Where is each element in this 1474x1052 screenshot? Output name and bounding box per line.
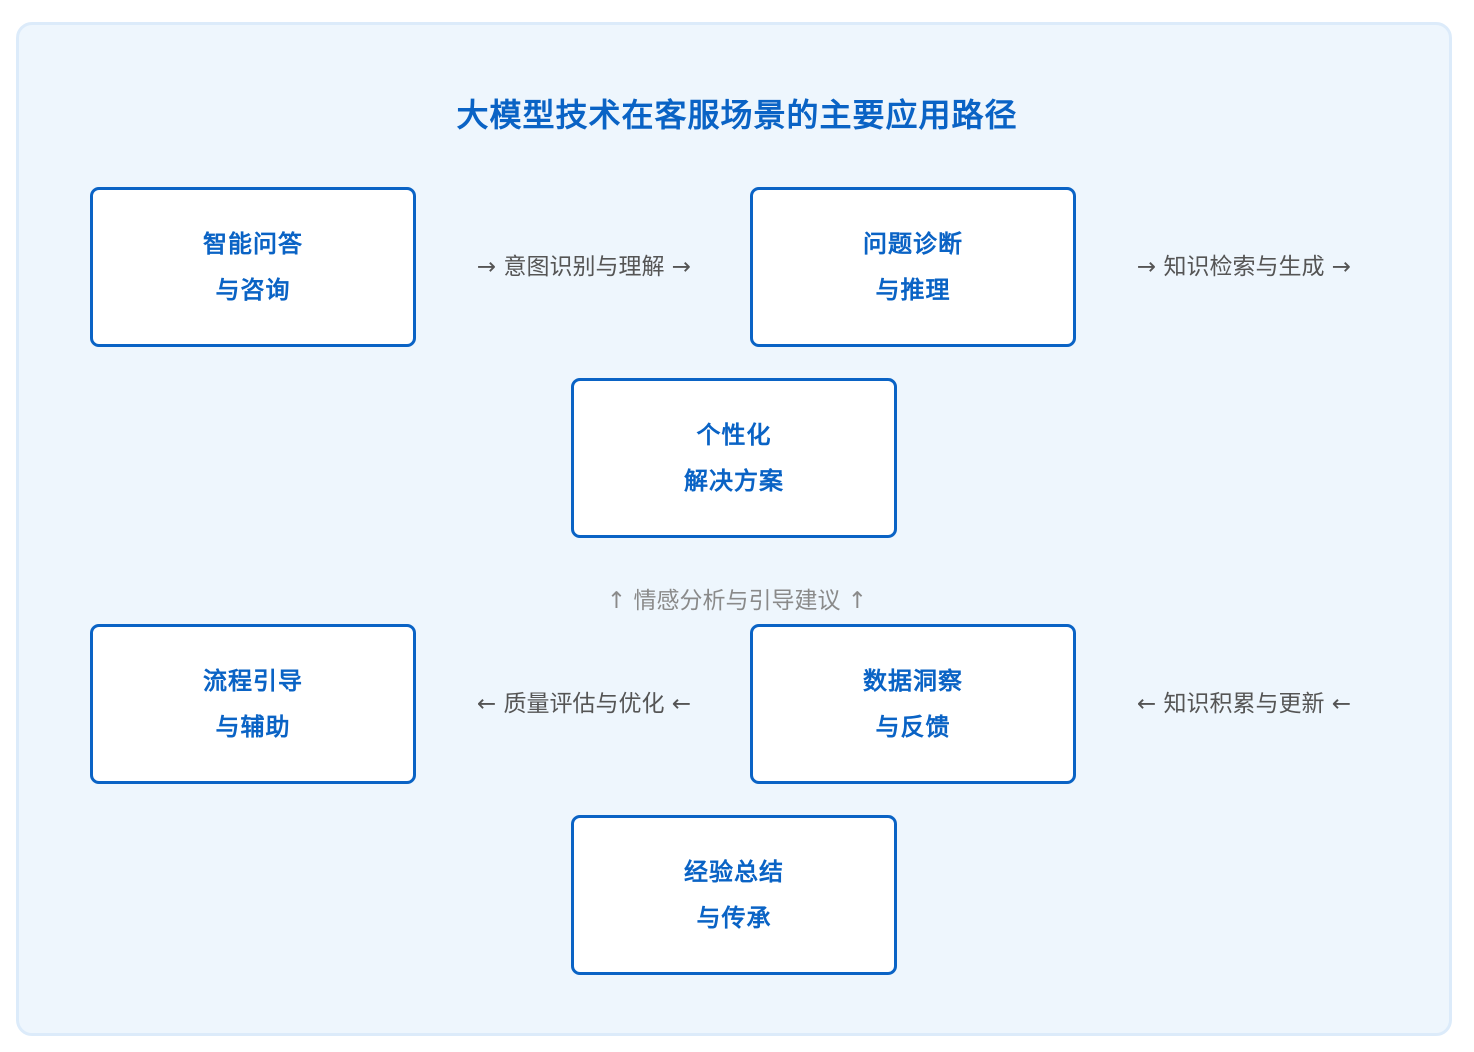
edge-knowledge-update: ← 知识积累与更新 ← bbox=[1136, 691, 1352, 717]
edge-quality: ← 质量评估与优化 ← bbox=[476, 691, 692, 717]
node-personalized: 个性化 解决方案 bbox=[571, 378, 897, 538]
node-insight-line1: 数据洞察 bbox=[863, 667, 963, 695]
node-personalized-line1: 个性化 bbox=[696, 421, 772, 449]
edge-knowledge-generation: → 知识检索与生成 → bbox=[1136, 254, 1352, 280]
edge-intent: → 意图识别与理解 → bbox=[476, 254, 692, 280]
node-process: 流程引导 与辅助 bbox=[90, 624, 416, 784]
diagram-title: 大模型技术在客服场景的主要应用路径 bbox=[456, 96, 1018, 134]
edge-emotion: ↑ 情感分析与引导建议 ↑ bbox=[606, 588, 868, 614]
node-personalized-line2: 解决方案 bbox=[684, 467, 784, 495]
node-qa: 智能问答 与咨询 bbox=[90, 187, 416, 347]
node-process-line1: 流程引导 bbox=[203, 667, 303, 695]
node-experience-line2: 与传承 bbox=[696, 904, 772, 932]
node-diagnosis: 问题诊断 与推理 bbox=[750, 187, 1076, 347]
node-process-line2: 与辅助 bbox=[215, 713, 291, 741]
node-qa-line1: 智能问答 bbox=[203, 230, 303, 258]
node-insight: 数据洞察 与反馈 bbox=[750, 624, 1076, 784]
node-insight-line2: 与反馈 bbox=[875, 713, 951, 741]
node-qa-line2: 与咨询 bbox=[215, 276, 291, 304]
node-diagnosis-line2: 与推理 bbox=[875, 276, 951, 304]
node-experience-line1: 经验总结 bbox=[684, 858, 784, 886]
node-diagnosis-line1: 问题诊断 bbox=[863, 230, 963, 258]
node-experience: 经验总结 与传承 bbox=[571, 815, 897, 975]
